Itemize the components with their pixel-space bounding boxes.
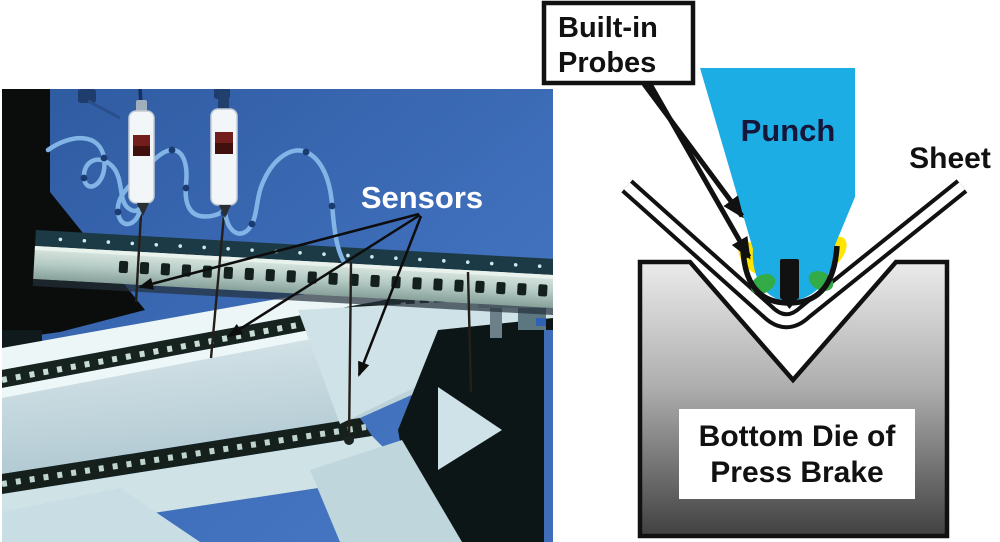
sensor2-window-dark bbox=[215, 143, 233, 154]
cable-top-tab-1 bbox=[78, 89, 96, 103]
bracket-post bbox=[490, 308, 502, 338]
probe-wire-clamp bbox=[344, 435, 354, 445]
press-brake-schematic: Bottom Die of Press Brake Punch Sheet bbox=[541, 0, 991, 539]
die-label-box bbox=[679, 409, 915, 499]
die-label-line1: Bottom Die of bbox=[699, 420, 897, 453]
sensor2-tip bbox=[219, 205, 231, 218]
probe-wires bbox=[134, 213, 473, 444]
sensor-device-1 bbox=[128, 89, 155, 216]
sensor2-body bbox=[210, 108, 238, 206]
sensor-device-2 bbox=[210, 91, 238, 218]
probe-wire-4 bbox=[466, 271, 473, 393]
sheet-shape bbox=[621, 179, 968, 330]
lower-sheet-band bbox=[310, 440, 462, 542]
sensors-label: Sensors bbox=[361, 180, 483, 215]
probes-label-line1: Built-in bbox=[558, 12, 658, 44]
punch-label: Punch bbox=[741, 113, 836, 148]
die-label-line2: Press Brake bbox=[710, 456, 883, 489]
sheet-fill bbox=[624, 182, 965, 326]
floor-strip bbox=[2, 488, 200, 542]
sensors-arrow-2 bbox=[227, 213, 421, 338]
probe-wire-3 bbox=[347, 261, 353, 444]
panel-edge-strip bbox=[544, 330, 553, 542]
clamp-bar-shadow bbox=[32, 278, 553, 316]
center-probe-rod bbox=[780, 259, 799, 309]
sensor2-cap bbox=[218, 91, 229, 111]
cable-top-stub bbox=[87, 99, 121, 120]
clamp-bar-holes bbox=[118, 260, 548, 297]
sensor1-window-dark bbox=[133, 146, 150, 156]
serration-teeth2 bbox=[2, 424, 367, 487]
probe-wire-2 bbox=[209, 214, 226, 359]
clamp-bar bbox=[32, 230, 553, 316]
sensors-arrow-1 bbox=[138, 212, 420, 290]
sensor1-tip bbox=[137, 203, 149, 216]
clamp-bar-highlight bbox=[34, 246, 553, 280]
sheet-stack-serrated-band2 bbox=[2, 418, 372, 494]
clamp-rail-dark bbox=[34, 230, 553, 277]
probes-arrow-2 bbox=[647, 82, 752, 260]
probes-callout-box bbox=[541, 0, 696, 86]
punch-shape bbox=[700, 68, 855, 301]
probes-label-line2: Probes bbox=[558, 47, 656, 79]
probe-wire-1 bbox=[134, 213, 143, 303]
cable-left-loops bbox=[45, 136, 144, 214]
sheet-label: Sheet bbox=[909, 142, 991, 175]
press-brake-photo: Sensors bbox=[2, 89, 553, 542]
sensor1-body bbox=[128, 110, 155, 204]
bracket-knob bbox=[536, 318, 546, 326]
sensors-arrows bbox=[138, 212, 423, 377]
sensors-arrow-3 bbox=[357, 215, 423, 377]
probes-arrows bbox=[641, 82, 752, 260]
sheet-wedge bbox=[438, 387, 502, 470]
